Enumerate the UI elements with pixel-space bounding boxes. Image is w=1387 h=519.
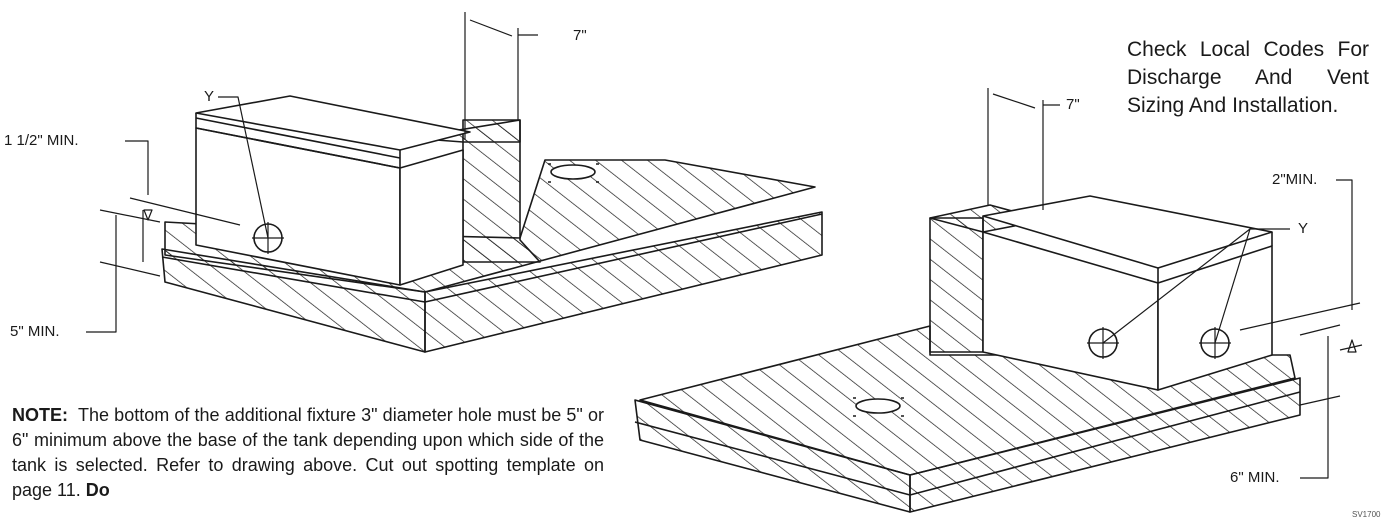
right-y-label: Y <box>1298 220 1309 237</box>
right-floor-side <box>909 377 1301 513</box>
left-1-5in-min-label: 1 1/2" MIN. <box>4 132 79 149</box>
left-floor-drain <box>550 164 596 180</box>
figure-code: SV1700 <box>1352 510 1381 519</box>
left-5in-dimension <box>86 209 161 333</box>
right-tank-side <box>1157 245 1273 391</box>
note-lead: NOTE: <box>12 405 68 425</box>
right-2in-dimension <box>1239 179 1363 353</box>
left-tank-lid <box>195 95 471 151</box>
right-2in-min-label: 2"MIN. <box>1272 171 1318 188</box>
right-floor-drain <box>855 398 901 414</box>
left-7in-label: 7" <box>573 27 587 44</box>
left-1-5in-dimension <box>125 140 241 262</box>
left-y-leader <box>218 96 269 239</box>
right-wall <box>929 217 984 353</box>
left-floor-side <box>424 211 823 353</box>
right-7in-dimension <box>987 88 1060 210</box>
right-7in-label: 7" <box>1066 96 1080 113</box>
check-local-codes-note: Check Local Codes For Discharge And Vent… <box>1127 38 1369 117</box>
right-y-leader <box>1102 228 1290 344</box>
left-7in-dimension <box>464 12 538 140</box>
left-tank-side <box>399 149 464 286</box>
right-6in-dimension <box>1299 324 1341 479</box>
fixture-hole-note: NOTE: The bottom of the additional fixtu… <box>12 403 604 503</box>
note-body: The bottom of the additional fixture 3" … <box>12 405 604 500</box>
left-y-label: Y <box>204 88 215 105</box>
right-assembly <box>634 88 1363 513</box>
note-tail: Do <box>85 480 110 500</box>
right-6in-min-label: 6" MIN. <box>1230 469 1280 486</box>
left-5in-min-label: 5" MIN. <box>10 323 60 340</box>
left-assembly <box>86 12 823 353</box>
